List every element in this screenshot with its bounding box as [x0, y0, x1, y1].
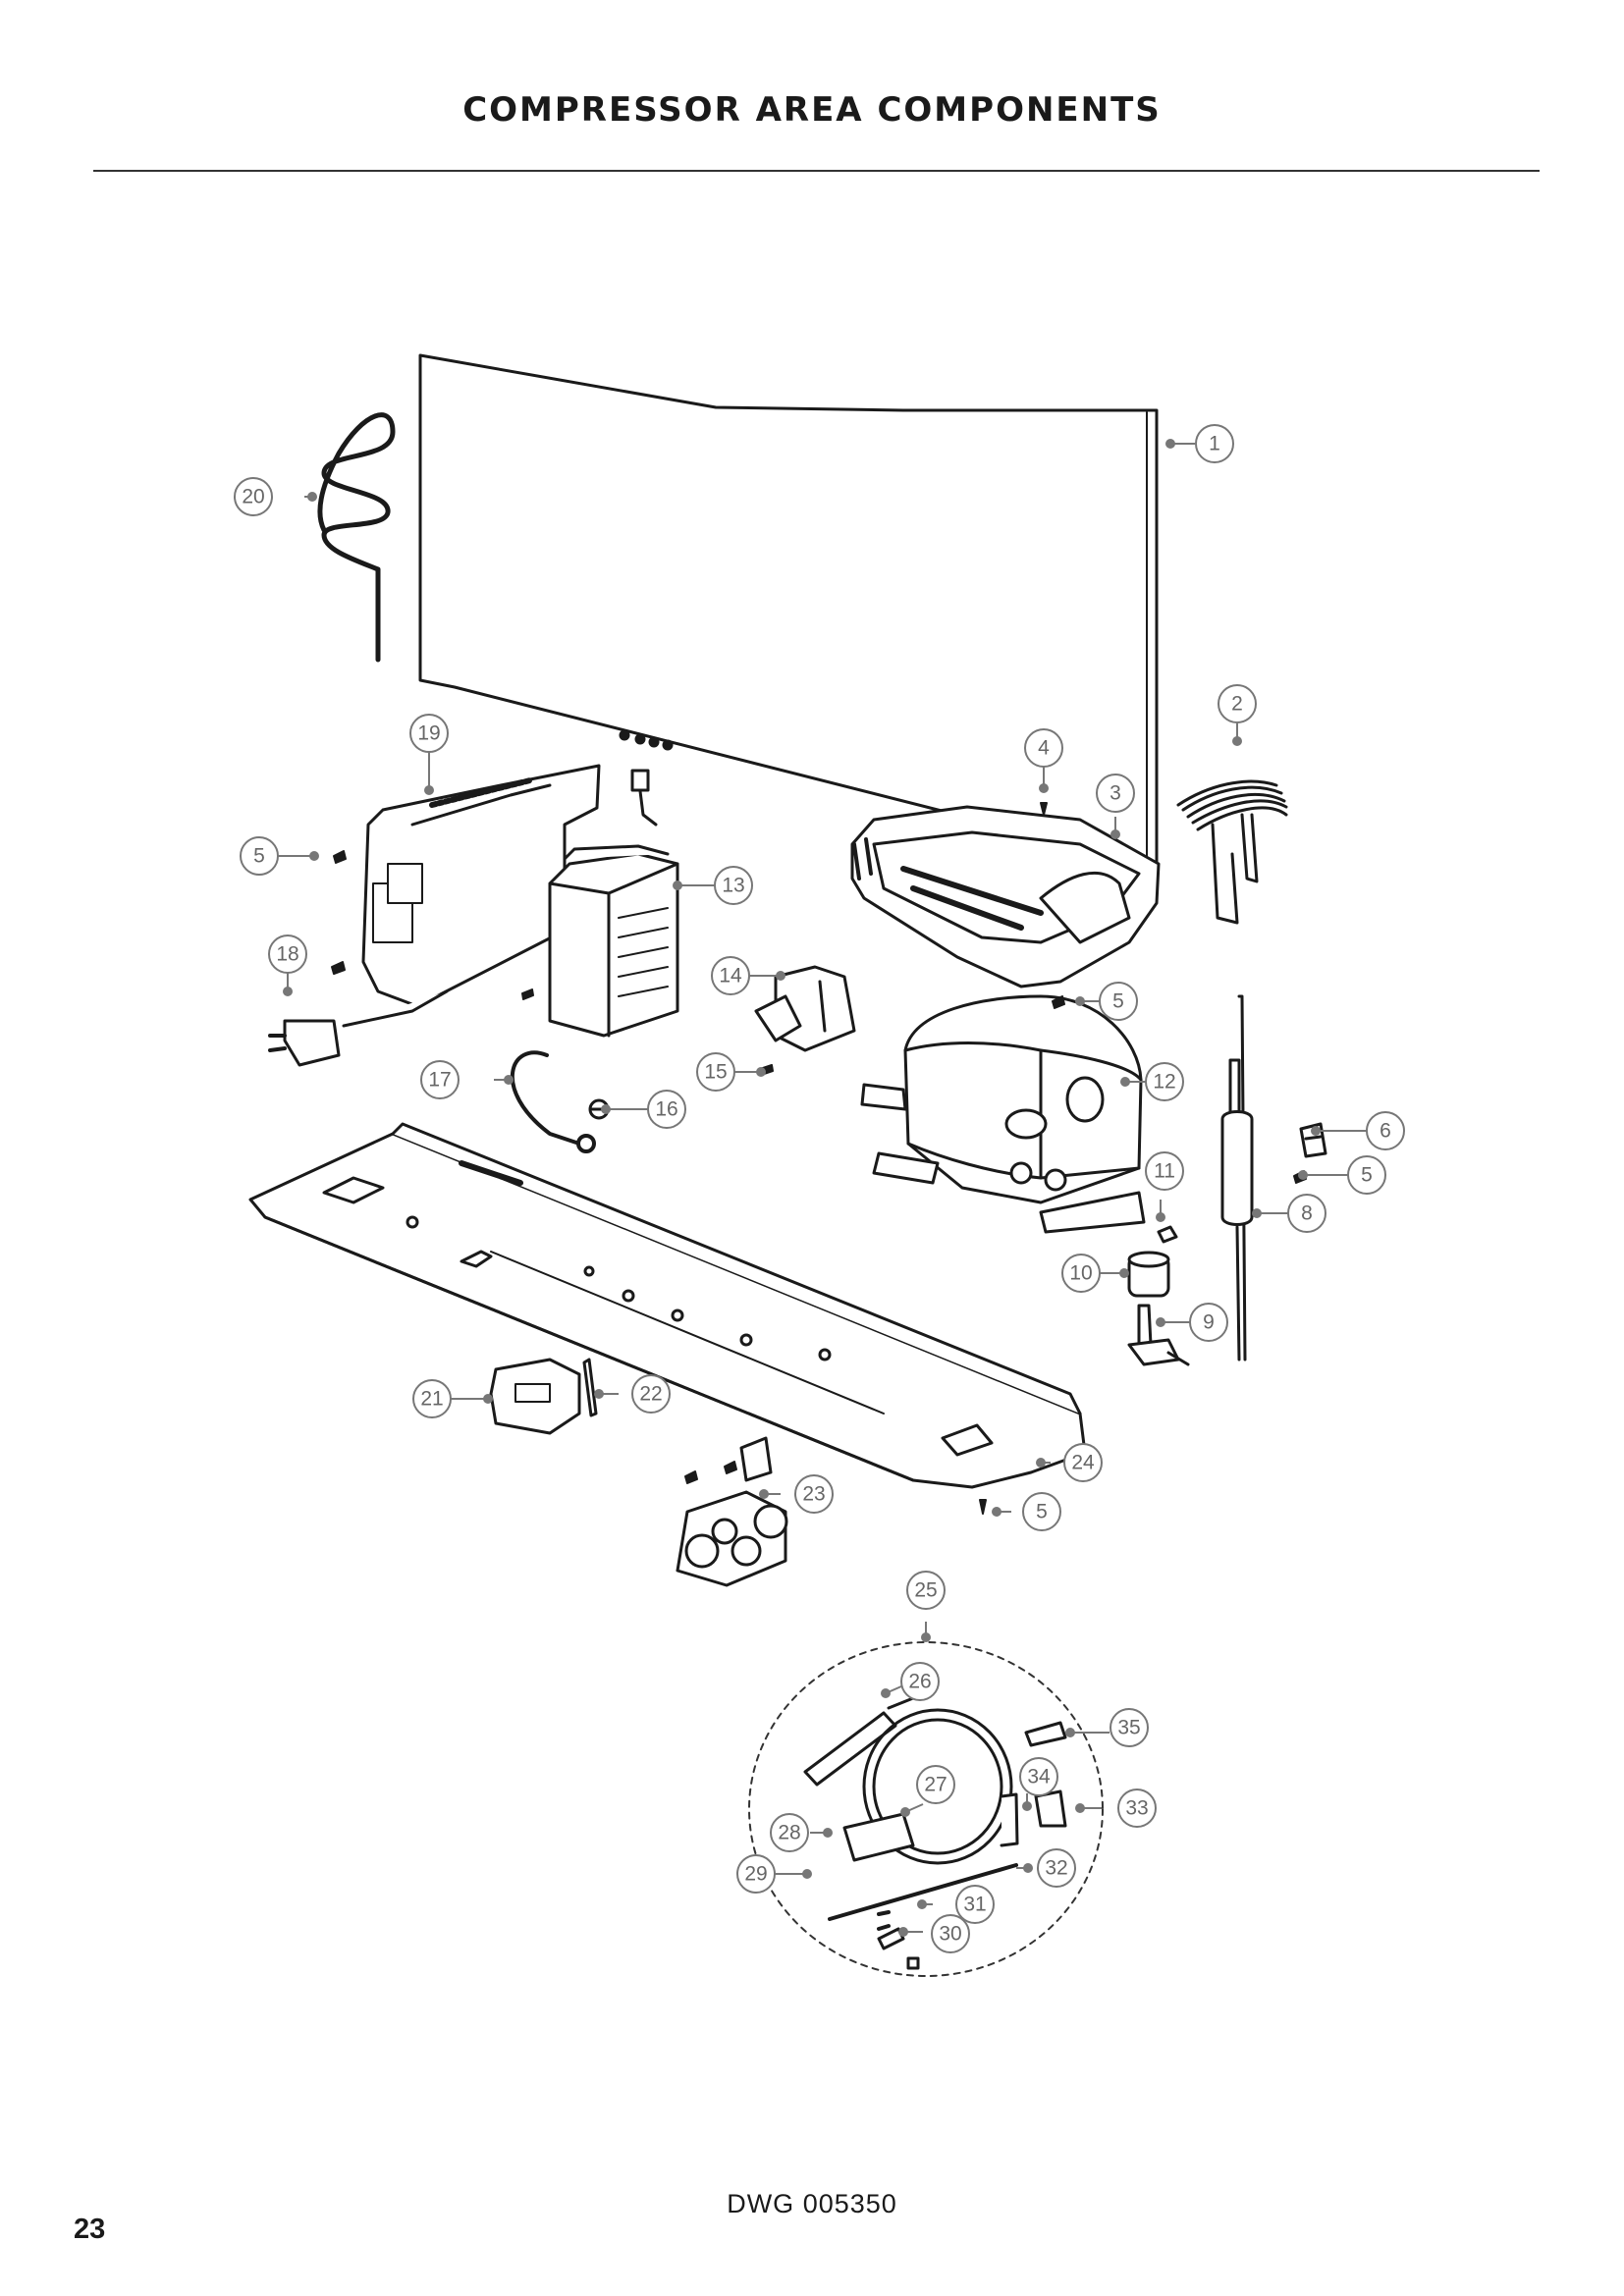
- callout-bubble: [1189, 1303, 1228, 1342]
- heater-coil-part: [1176, 779, 1288, 925]
- callout-10: 10: [1069, 1262, 1092, 1285]
- callout-17: 17: [428, 1069, 451, 1092]
- callout-5c: 5: [1361, 1164, 1373, 1187]
- callout-bubble: [631, 1374, 671, 1414]
- service-kit-boundary: [748, 1641, 1104, 1977]
- callout-2: 2: [1231, 693, 1243, 716]
- callout-bubble: [906, 1571, 946, 1610]
- callout-bubble: [736, 1854, 776, 1894]
- callout-33: 33: [1125, 1797, 1148, 1820]
- callout-bubble: [420, 1060, 460, 1099]
- callout-bubble: [931, 1914, 970, 1953]
- callout-bubble: [1145, 1151, 1184, 1191]
- callout-bubble: [1366, 1111, 1405, 1150]
- callout-5b: 5: [1112, 990, 1124, 1013]
- callout-18: 18: [276, 943, 298, 966]
- condenser-loop-part: [317, 412, 396, 663]
- callout-9: 9: [1203, 1311, 1215, 1334]
- callout-4: 4: [1038, 737, 1050, 760]
- callout-21: 21: [420, 1388, 443, 1411]
- callout-30: 30: [939, 1923, 961, 1946]
- callout-12: 12: [1153, 1071, 1175, 1094]
- callout-bubble: [1022, 1492, 1061, 1531]
- drain-tray-part: [850, 805, 1161, 988]
- callout-bubble: [711, 956, 750, 995]
- callout-19: 19: [417, 722, 440, 745]
- callout-bubble: [900, 1662, 940, 1701]
- callout-1: 1: [1209, 433, 1220, 455]
- callout-bubble: [955, 1885, 995, 1924]
- callout-bubble: [1063, 1443, 1103, 1482]
- callout-26: 26: [908, 1671, 931, 1693]
- water-valve-part: [676, 1436, 788, 1587]
- callout-bubble: [412, 1379, 452, 1418]
- callout-5a: 5: [253, 845, 265, 868]
- control-box-part: [268, 764, 658, 1067]
- callout-bubble: [1061, 1254, 1101, 1293]
- grommet-parts: [1127, 1225, 1190, 1366]
- callout-bubble: [240, 836, 279, 876]
- callout-28: 28: [778, 1822, 800, 1844]
- callout-8: 8: [1301, 1202, 1313, 1225]
- callout-32: 32: [1045, 1857, 1067, 1880]
- title-divider: [93, 170, 1540, 172]
- callout-bubble: [714, 866, 753, 905]
- callout-bubble: [1347, 1155, 1386, 1195]
- callout-6: 6: [1380, 1120, 1391, 1143]
- callout-25: 25: [914, 1579, 937, 1602]
- page-number: 23: [74, 2214, 106, 2245]
- drawing-number: DWG 005350: [727, 2189, 897, 2218]
- callout-bubble: [770, 1813, 809, 1852]
- callout-bubble: [1117, 1789, 1157, 1828]
- callout-23: 23: [802, 1483, 825, 1506]
- callout-bubble: [916, 1765, 955, 1804]
- callout-bubble: [1145, 1062, 1184, 1101]
- callout-31: 31: [963, 1894, 986, 1916]
- callout-13: 13: [722, 875, 744, 897]
- callout-11: 11: [1154, 1160, 1175, 1183]
- callout-bubble: [1287, 1194, 1326, 1233]
- start-relay-part: [754, 965, 856, 1052]
- callout-bubble: [234, 477, 273, 516]
- service-kit-parts: [803, 1696, 1067, 1970]
- base-plate-part: [248, 1122, 1087, 1489]
- callout-bubble: [268, 934, 307, 974]
- callout-22: 22: [639, 1383, 662, 1406]
- callout-bubble: [1024, 728, 1063, 768]
- callout-20: 20: [242, 486, 264, 508]
- callout-bubble: [1110, 1708, 1149, 1747]
- callout-bubble: [794, 1474, 834, 1514]
- callout-bubble: [1037, 1848, 1076, 1888]
- accumulator-part: [1220, 994, 1254, 1362]
- callout-14: 14: [719, 965, 742, 988]
- callout-34: 34: [1027, 1766, 1051, 1789]
- callout-16: 16: [655, 1098, 677, 1121]
- callout-35: 35: [1117, 1717, 1140, 1739]
- callout-24: 24: [1071, 1452, 1095, 1474]
- callout-bubble: [1218, 684, 1257, 723]
- callout-bubble: [696, 1052, 735, 1092]
- callout-bubble: [1195, 424, 1234, 463]
- callout-bubble: [647, 1090, 686, 1129]
- ground-wire-part: [510, 1050, 596, 1153]
- callout-5d: 5: [1036, 1501, 1048, 1523]
- callout-bubble: [1019, 1757, 1058, 1796]
- callout-bubble: [409, 714, 449, 753]
- callout-bubble: [1099, 982, 1138, 1021]
- page-title: COMPRESSOR AREA COMPONENTS: [462, 90, 1162, 130]
- compressor-part: [860, 994, 1146, 1234]
- callout-15: 15: [704, 1061, 727, 1084]
- callout-bubble: [1096, 774, 1135, 813]
- bracket-part: [489, 1358, 598, 1435]
- callout-29: 29: [744, 1863, 767, 1886]
- callout-3: 3: [1110, 782, 1121, 805]
- relay-box-part: [548, 844, 679, 1038]
- callout-27: 27: [924, 1774, 947, 1796]
